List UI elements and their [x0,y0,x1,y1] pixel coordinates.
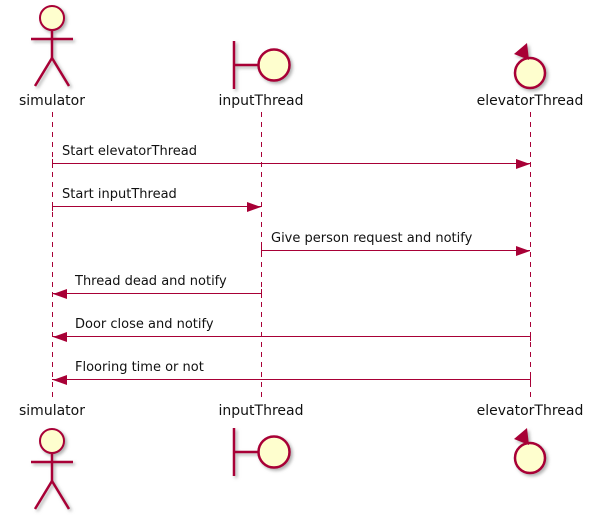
message-line [52,293,261,294]
message-label: Flooring time or not [75,360,204,375]
message-label: Start elevatorThread [62,144,198,159]
arrowhead-icon [247,202,261,212]
participant-inputthread-bottom: inputThread [176,401,346,518]
arrowhead-icon [516,246,530,256]
source-tick [530,332,531,341]
message-label: Thread dead and notify [75,274,227,289]
actor-icon [0,3,137,91]
message-label: Give person request and notify [271,231,473,246]
participant-label: inputThread [218,403,304,419]
lifeline-elevatorthread [530,112,531,400]
arrowhead-icon [53,289,67,299]
source-tick [52,202,53,211]
arrowhead-icon [53,332,67,342]
participant-simulator-top: simulator [0,3,137,111]
lifeline-simulator [52,112,53,400]
message-line [52,336,530,337]
participant-label: simulator [19,93,85,109]
message-line [52,206,261,207]
message-label: Door close and notify [75,317,214,332]
participant-simulator-bottom: simulator [0,401,137,518]
source-tick [52,159,53,168]
source-tick [261,289,262,298]
participant-label: simulator [19,403,85,419]
message-line [261,250,530,251]
control-icon [445,3,607,91]
message-label: Start inputThread [62,187,177,202]
participant-elevatorthread-bottom: elevatorThread [445,401,607,518]
source-tick [261,246,262,255]
participant-label: inputThread [218,93,304,109]
lifeline-inputthread [261,112,262,400]
message-line [52,163,530,164]
boundary-icon [176,421,346,518]
source-tick [530,375,531,384]
boundary-icon [176,3,346,91]
participant-label: elevatorThread [476,403,584,419]
arrowhead-icon [53,375,67,385]
participant-label: elevatorThread [476,93,584,109]
participant-elevatorthread-top: elevatorThread [445,3,607,111]
participant-inputthread-top: inputThread [176,3,346,111]
control-icon [445,421,607,518]
arrowhead-icon [516,159,530,169]
actor-icon [0,421,137,518]
message-line [52,379,530,380]
